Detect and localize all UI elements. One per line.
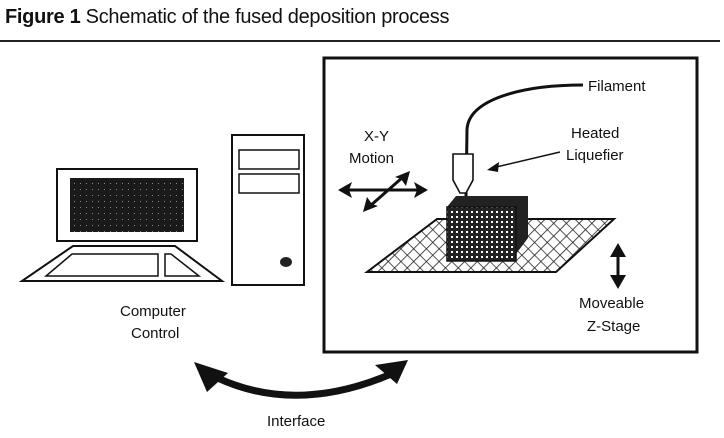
- label-xy: X-Y: [364, 128, 389, 145]
- label-interface: Interface: [267, 413, 325, 430]
- keyboard: [18, 245, 226, 282]
- filament: [464, 83, 584, 197]
- computer-tower: [231, 134, 305, 286]
- label-filament: Filament: [588, 78, 646, 95]
- xy-motion-arrows: [338, 171, 428, 212]
- label-motion: Motion: [349, 150, 394, 167]
- part-block: [446, 196, 528, 262]
- liquefier-leader: [491, 151, 561, 169]
- figure-title: Figure 1 Schematic of the fused depositi…: [5, 6, 449, 29]
- power-button: [280, 257, 292, 267]
- title-rule: [0, 40, 720, 42]
- monitor-screen: [70, 178, 184, 232]
- label-zstage: Z-Stage: [587, 318, 640, 335]
- interface-arrow: [194, 360, 408, 399]
- label-computer: Computer: [120, 303, 186, 320]
- label-moveable: Moveable: [579, 295, 644, 312]
- liquefier-nozzle: [452, 153, 474, 194]
- figure-number: Figure 1: [5, 6, 81, 28]
- computer-monitor: [56, 168, 198, 242]
- label-liquefier: Liquefier: [566, 147, 624, 164]
- label-heated: Heated: [571, 125, 619, 142]
- label-control: Control: [131, 325, 179, 342]
- z-stage-arrow: [610, 243, 626, 289]
- figure-caption: Schematic of the fused deposition proces…: [85, 6, 450, 28]
